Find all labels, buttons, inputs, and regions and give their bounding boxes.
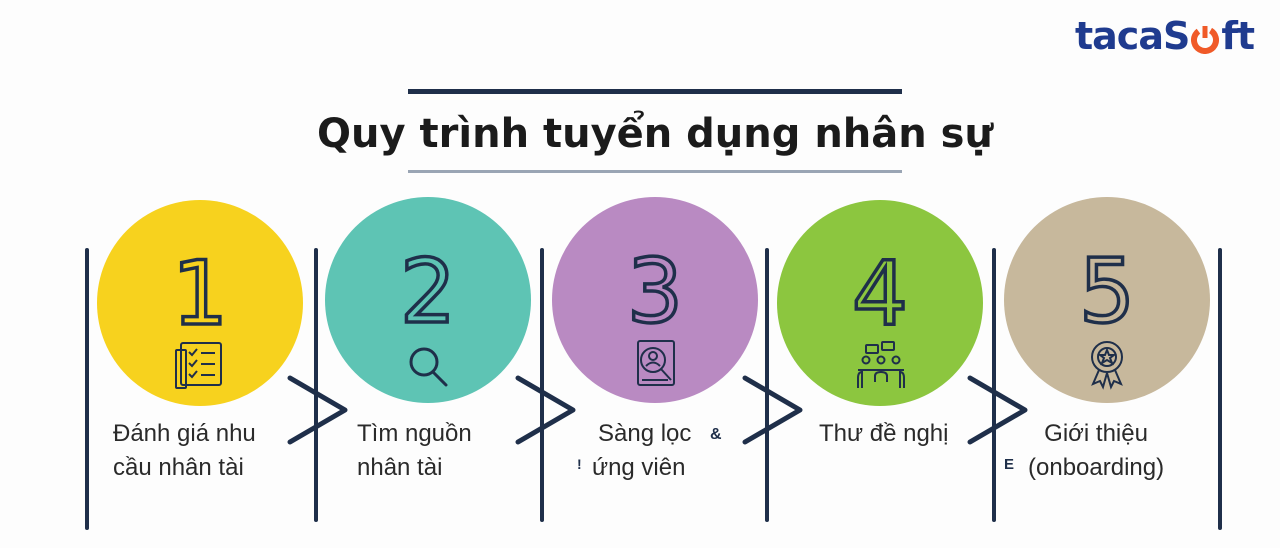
step-3-number: 3 [627,240,683,343]
chevron-3 [742,375,803,445]
step-2-number: 2 [400,240,456,343]
step-5-label-line2: (onboarding) [1028,454,1165,481]
step-2-label-line1: Tìm nguồn [357,420,472,447]
step-5-number: 5 [1079,240,1135,343]
stray-ampersand: & [710,426,722,443]
step-4-label-line1: Thư đề nghị [819,420,949,447]
title-top-rule [408,89,902,94]
search-icon [409,347,448,387]
step-3-circle [552,197,758,403]
step-4-label: Thư đề nghị [819,417,948,451]
checklist-icon [175,342,222,389]
stray-letter-e: E [1004,456,1015,473]
step-1-circle [97,200,303,406]
step-3-label-line1: Sàng lọc [598,420,692,447]
step-2-label-line2: nhân tài [357,454,443,481]
step-1-label: Đánh giá nhu cầu nhân tài [113,417,256,485]
step-5-circle [1004,197,1210,403]
step-1-label-line2: cầu nhân tài [113,454,244,481]
step-3-label: Sàng lọc ứng viên [592,417,691,485]
step-5-label-line1: Giới thiệu [1044,420,1148,447]
tacasoft-logo: tacaS ft [1075,10,1255,62]
step-4-circle [777,200,983,406]
logo-power-o-icon [1191,25,1220,54]
step-3-label-line2: ứng viên [592,454,686,481]
step-2-circle [325,197,531,403]
award-icon [1091,341,1123,390]
step-1-number: 1 [172,242,228,345]
step-5-label: Giới thiệu (onboarding) [1028,417,1164,485]
title-bottom-rule [408,170,902,173]
step-4-number: 4 [852,242,908,345]
chevron-1 [287,375,348,445]
step-2-label: Tìm nguồn nhân tài [357,417,472,485]
stray-exclaim: ! [577,456,582,472]
meeting-icon [857,341,905,388]
chevrons [287,375,1028,445]
chevron-2 [515,375,576,445]
chevron-4 [967,375,1028,445]
logo-text-s: S [1162,14,1190,58]
divider-lines [85,248,1222,530]
logo-text-part1: taca [1075,14,1164,58]
page-title: Quy trình tuyển dụng nhân sự [317,111,993,157]
step-1-label-line1: Đánh giá nhu [113,420,256,447]
candidate-profile-icon [637,340,675,386]
logo-text-part2: ft [1221,14,1255,58]
